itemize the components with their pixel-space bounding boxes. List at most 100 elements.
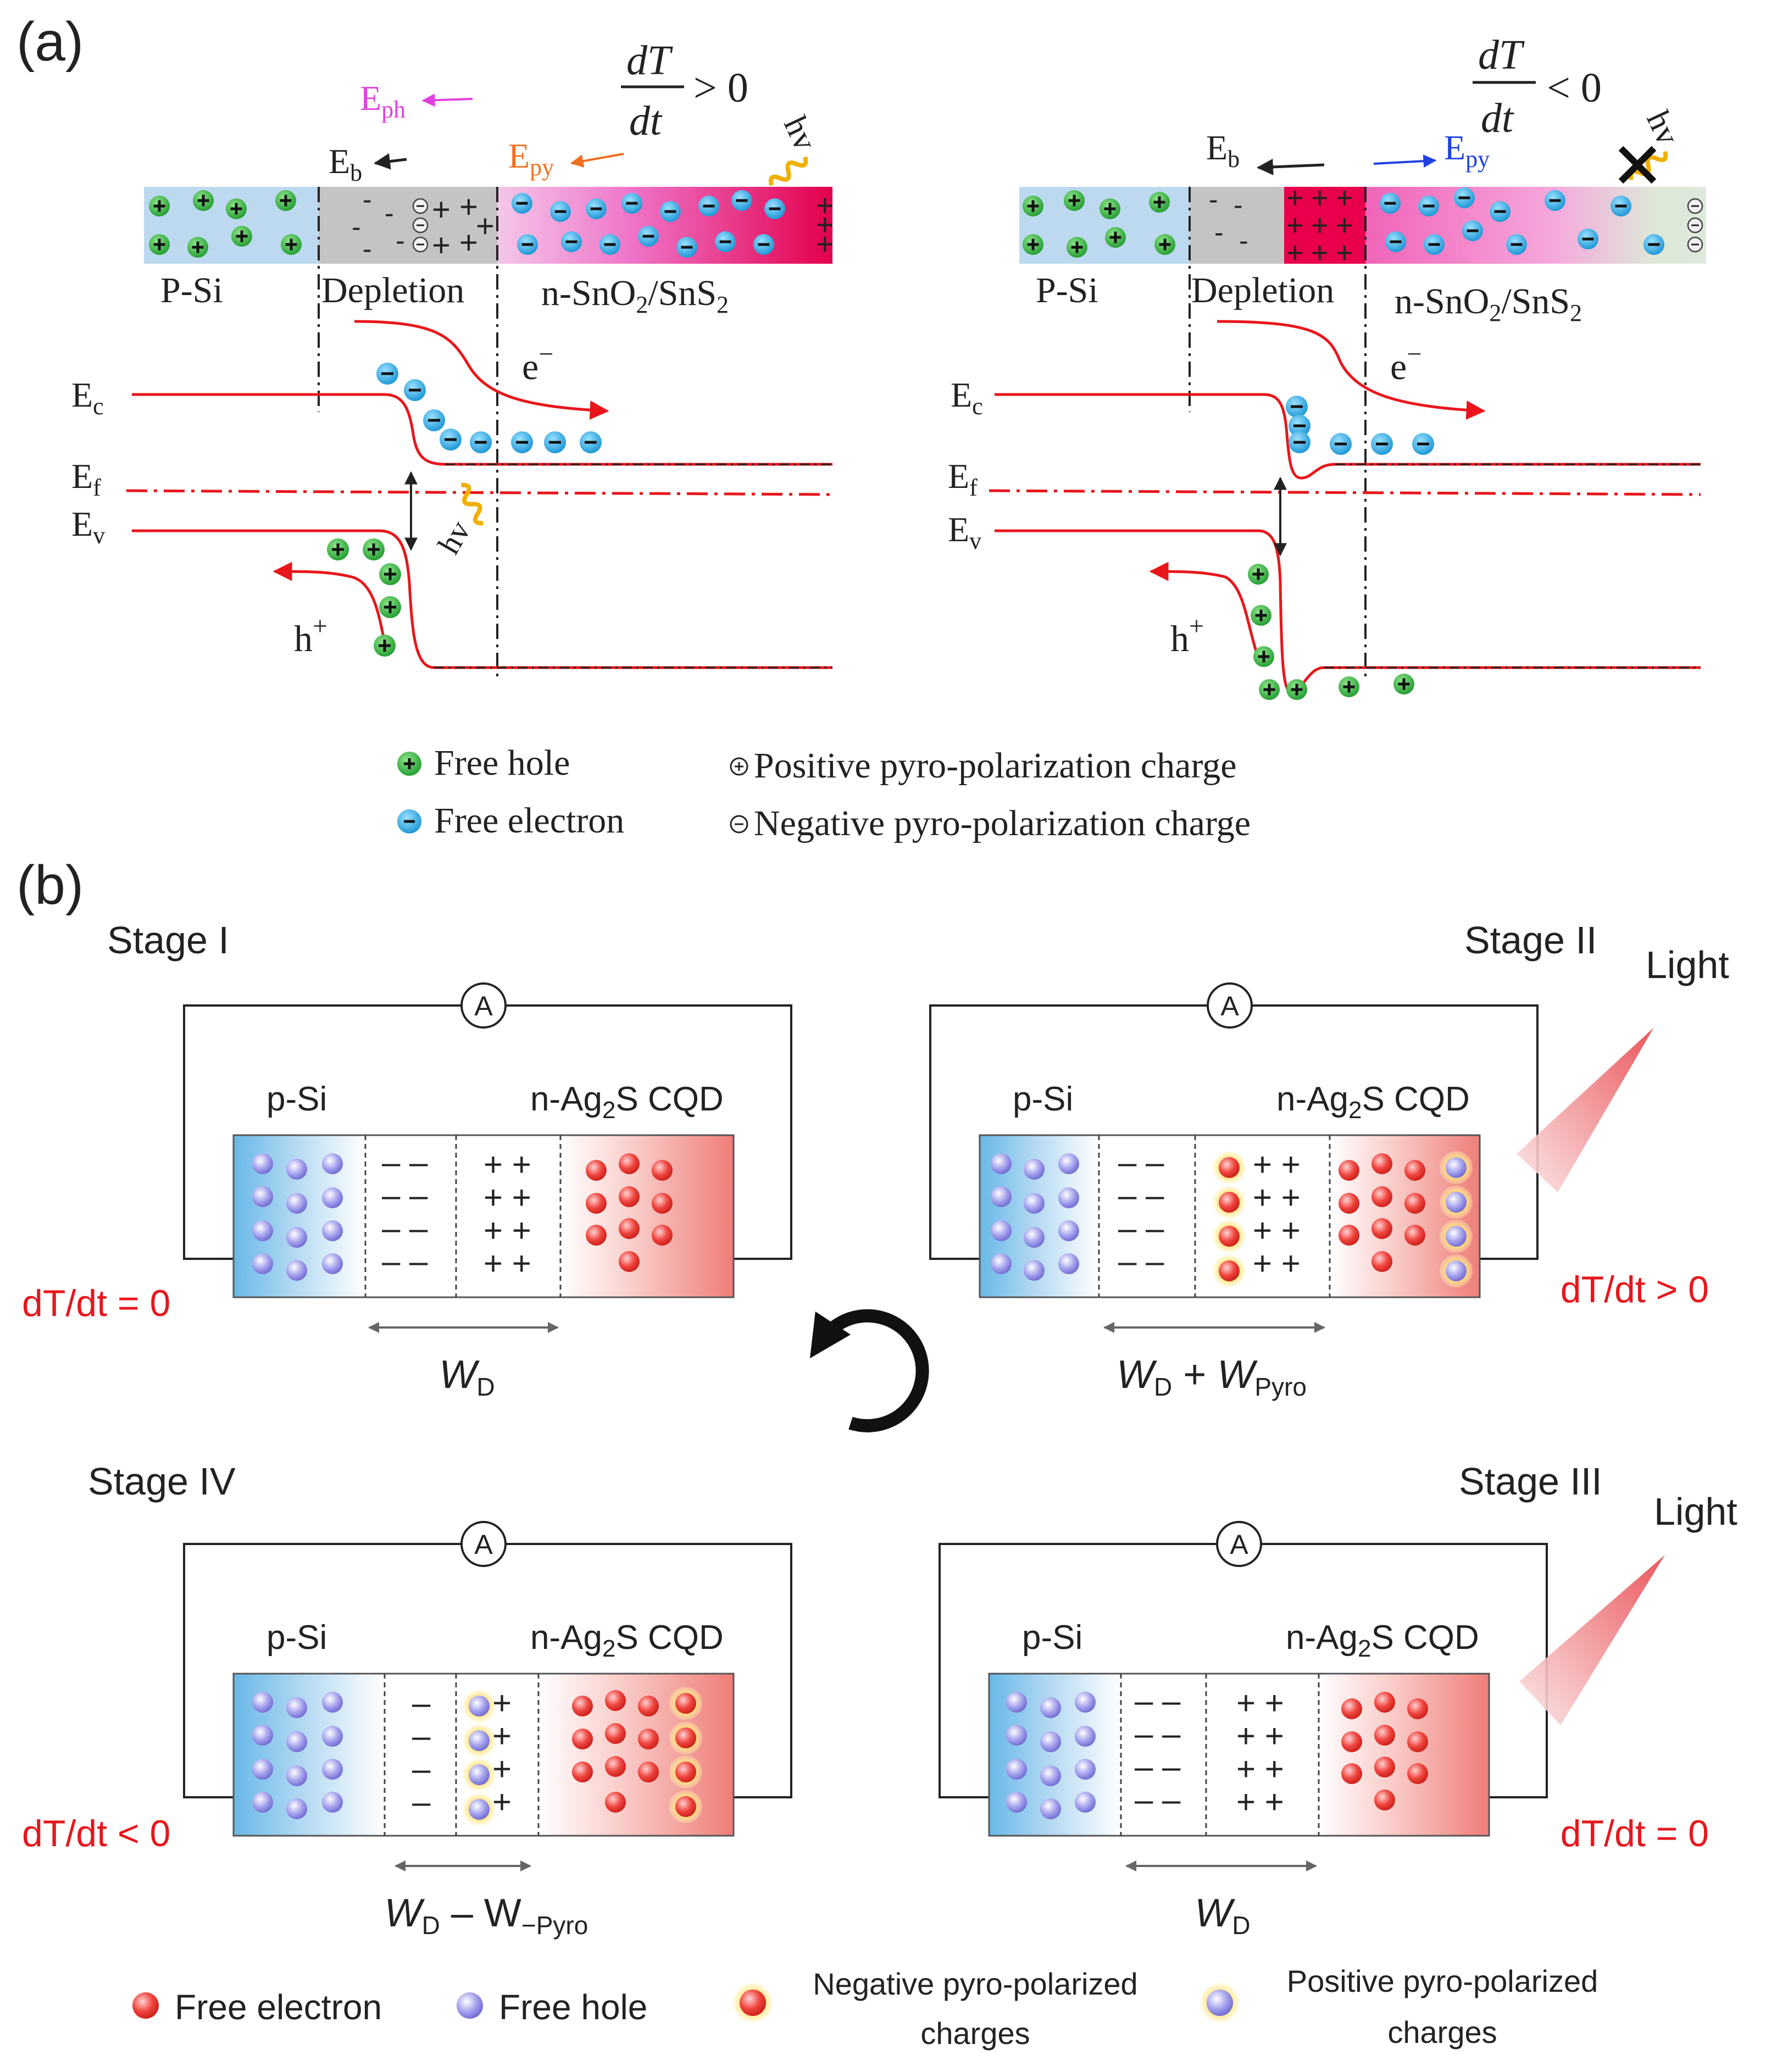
free-hole-dot	[322, 1187, 343, 1208]
free-electron-dot	[605, 1756, 626, 1777]
free-electron-mark	[512, 193, 532, 214]
depletion-positive-charge: + +	[484, 1179, 531, 1216]
free-hole-mark	[379, 563, 401, 585]
free-electron-dot	[1374, 1790, 1395, 1810]
free-electron-mark	[1424, 234, 1445, 255]
free-electron-mark	[1490, 201, 1511, 222]
free-electron-dot	[1339, 1225, 1359, 1246]
free-hole-dot	[1024, 1159, 1045, 1180]
rate-label: dT/dt = 0	[22, 1282, 170, 1324]
edge-plus: +	[816, 188, 834, 223]
valence-band-left	[132, 529, 832, 669]
depletion-layer-right	[1190, 187, 1284, 264]
free-hole-dot	[1075, 1726, 1096, 1747]
n-ag2s-label: n-Ag2S CQD	[530, 1080, 724, 1124]
free-hole-dot	[469, 1799, 490, 1820]
p-si-label: p-Si	[1022, 1619, 1082, 1657]
free-electron-dot	[572, 1729, 593, 1749]
free-electron-mark	[599, 234, 620, 255]
free-electron-dot	[1407, 1763, 1428, 1784]
light-beam-stage3	[1519, 1555, 1665, 1725]
electron-label-right: e−	[1390, 340, 1421, 387]
device-box	[988, 1673, 1490, 1837]
rate-label: dT/dt = 0	[1561, 1813, 1709, 1854]
legend-positive-charge-icon	[730, 757, 748, 776]
depletion-minus: -	[1239, 225, 1248, 256]
free-electron-mark	[517, 234, 538, 255]
free-electron-dot	[1374, 1692, 1395, 1713]
free-electron-mark	[423, 409, 445, 431]
fixed-plus: +	[1311, 209, 1329, 242]
free-electron-dot	[675, 1727, 696, 1748]
free-electron-mark	[1643, 234, 1664, 255]
free-electron-dot	[1374, 1757, 1395, 1777]
legend-free-hole: Free hole	[434, 743, 570, 783]
depletion-positive-charge: +	[492, 1751, 512, 1787]
photon-hv-band-left: hv	[431, 514, 477, 560]
fixed-plus: +	[1311, 236, 1329, 269]
depletion-negative-charge: – –	[1118, 1177, 1164, 1214]
legend-b-neg-line2: charges	[920, 2016, 1030, 2051]
free-electron-dot	[619, 1153, 640, 1174]
n-layer	[497, 187, 832, 264]
free-hole-mark	[1248, 564, 1269, 585]
ec-label-right: Ec	[951, 375, 983, 420]
conduction-band-left	[132, 393, 832, 466]
legend-b-pos-line1: Positive pyro-polarized	[1287, 1964, 1598, 1998]
free-electron-dot	[572, 1762, 593, 1782]
e-b-arrow	[374, 153, 407, 170]
free-electron-mark	[731, 190, 752, 211]
e-ph-arrow	[421, 93, 473, 107]
free-electron-dot	[1404, 1160, 1425, 1181]
rate-label: dT/dt > 0	[1561, 1269, 1709, 1310]
free-electron-mark	[1418, 196, 1439, 216]
free-electron-dot	[1407, 1698, 1428, 1719]
negative-polarization-charge	[1687, 236, 1703, 253]
stage-title: Stage IV	[88, 1460, 236, 1503]
hole-flow-arrow-left	[273, 562, 386, 643]
hole-label-right: h+	[1170, 612, 1204, 659]
free-hole-mark	[363, 538, 385, 560]
free-hole-dot	[1024, 1260, 1045, 1281]
depletion-negative-charge: – –	[382, 1144, 428, 1181]
free-hole-dot	[252, 1153, 273, 1174]
layer-n-right: n-SnO2/SnS2	[1395, 281, 1582, 326]
ammeter-icon	[460, 982, 507, 1029]
cycle-arrow-icon	[809, 1309, 929, 1432]
free-hole-dot	[1075, 1759, 1096, 1780]
free-electron-mark	[1454, 187, 1475, 208]
free-electron-dot	[1219, 1192, 1240, 1213]
electron-flow-arrow-left	[354, 320, 609, 420]
depletion-minus: -	[363, 234, 372, 264]
p-si-label: p-Si	[1013, 1080, 1073, 1118]
free-electron-dot	[619, 1218, 640, 1239]
free-electron-mark	[1412, 433, 1434, 455]
ammeter-label: A	[474, 991, 493, 1021]
free-hole-mark	[1253, 646, 1274, 667]
free-electron-mark	[1462, 220, 1483, 241]
free-hole-dot	[1075, 1792, 1096, 1813]
free-hole-mark	[1286, 679, 1307, 700]
free-electron-dot	[675, 1796, 696, 1817]
free-electron-mark	[676, 237, 697, 258]
depletion-positive-charge: +	[492, 1718, 512, 1754]
depletion-positive-charge: + +	[1236, 1685, 1284, 1721]
legend-b-electron-icon	[132, 1992, 159, 2019]
p-si-label: p-Si	[266, 1619, 327, 1657]
free-hole-dot	[252, 1725, 273, 1746]
right-band-carriers	[1248, 396, 1434, 700]
free-hole-dot	[286, 1193, 307, 1214]
fermi-level-left	[126, 489, 833, 496]
negative-polarization-charge	[1687, 198, 1703, 214]
rate-left-rel: > 0	[693, 65, 748, 111]
rate-left-num: dT	[626, 37, 673, 84]
free-electron-mark	[764, 198, 785, 219]
free-electron-mark	[586, 198, 607, 219]
free-electron-dot	[619, 1251, 640, 1272]
free-electron-dot	[1404, 1193, 1425, 1214]
rate-left-den: dt	[629, 98, 663, 144]
negative-polarization-charge	[1687, 217, 1703, 234]
legend-b-free-electron: Free electron	[175, 1987, 382, 2027]
device-box	[232, 1673, 735, 1837]
positive-charge-region-right	[1284, 187, 1365, 264]
